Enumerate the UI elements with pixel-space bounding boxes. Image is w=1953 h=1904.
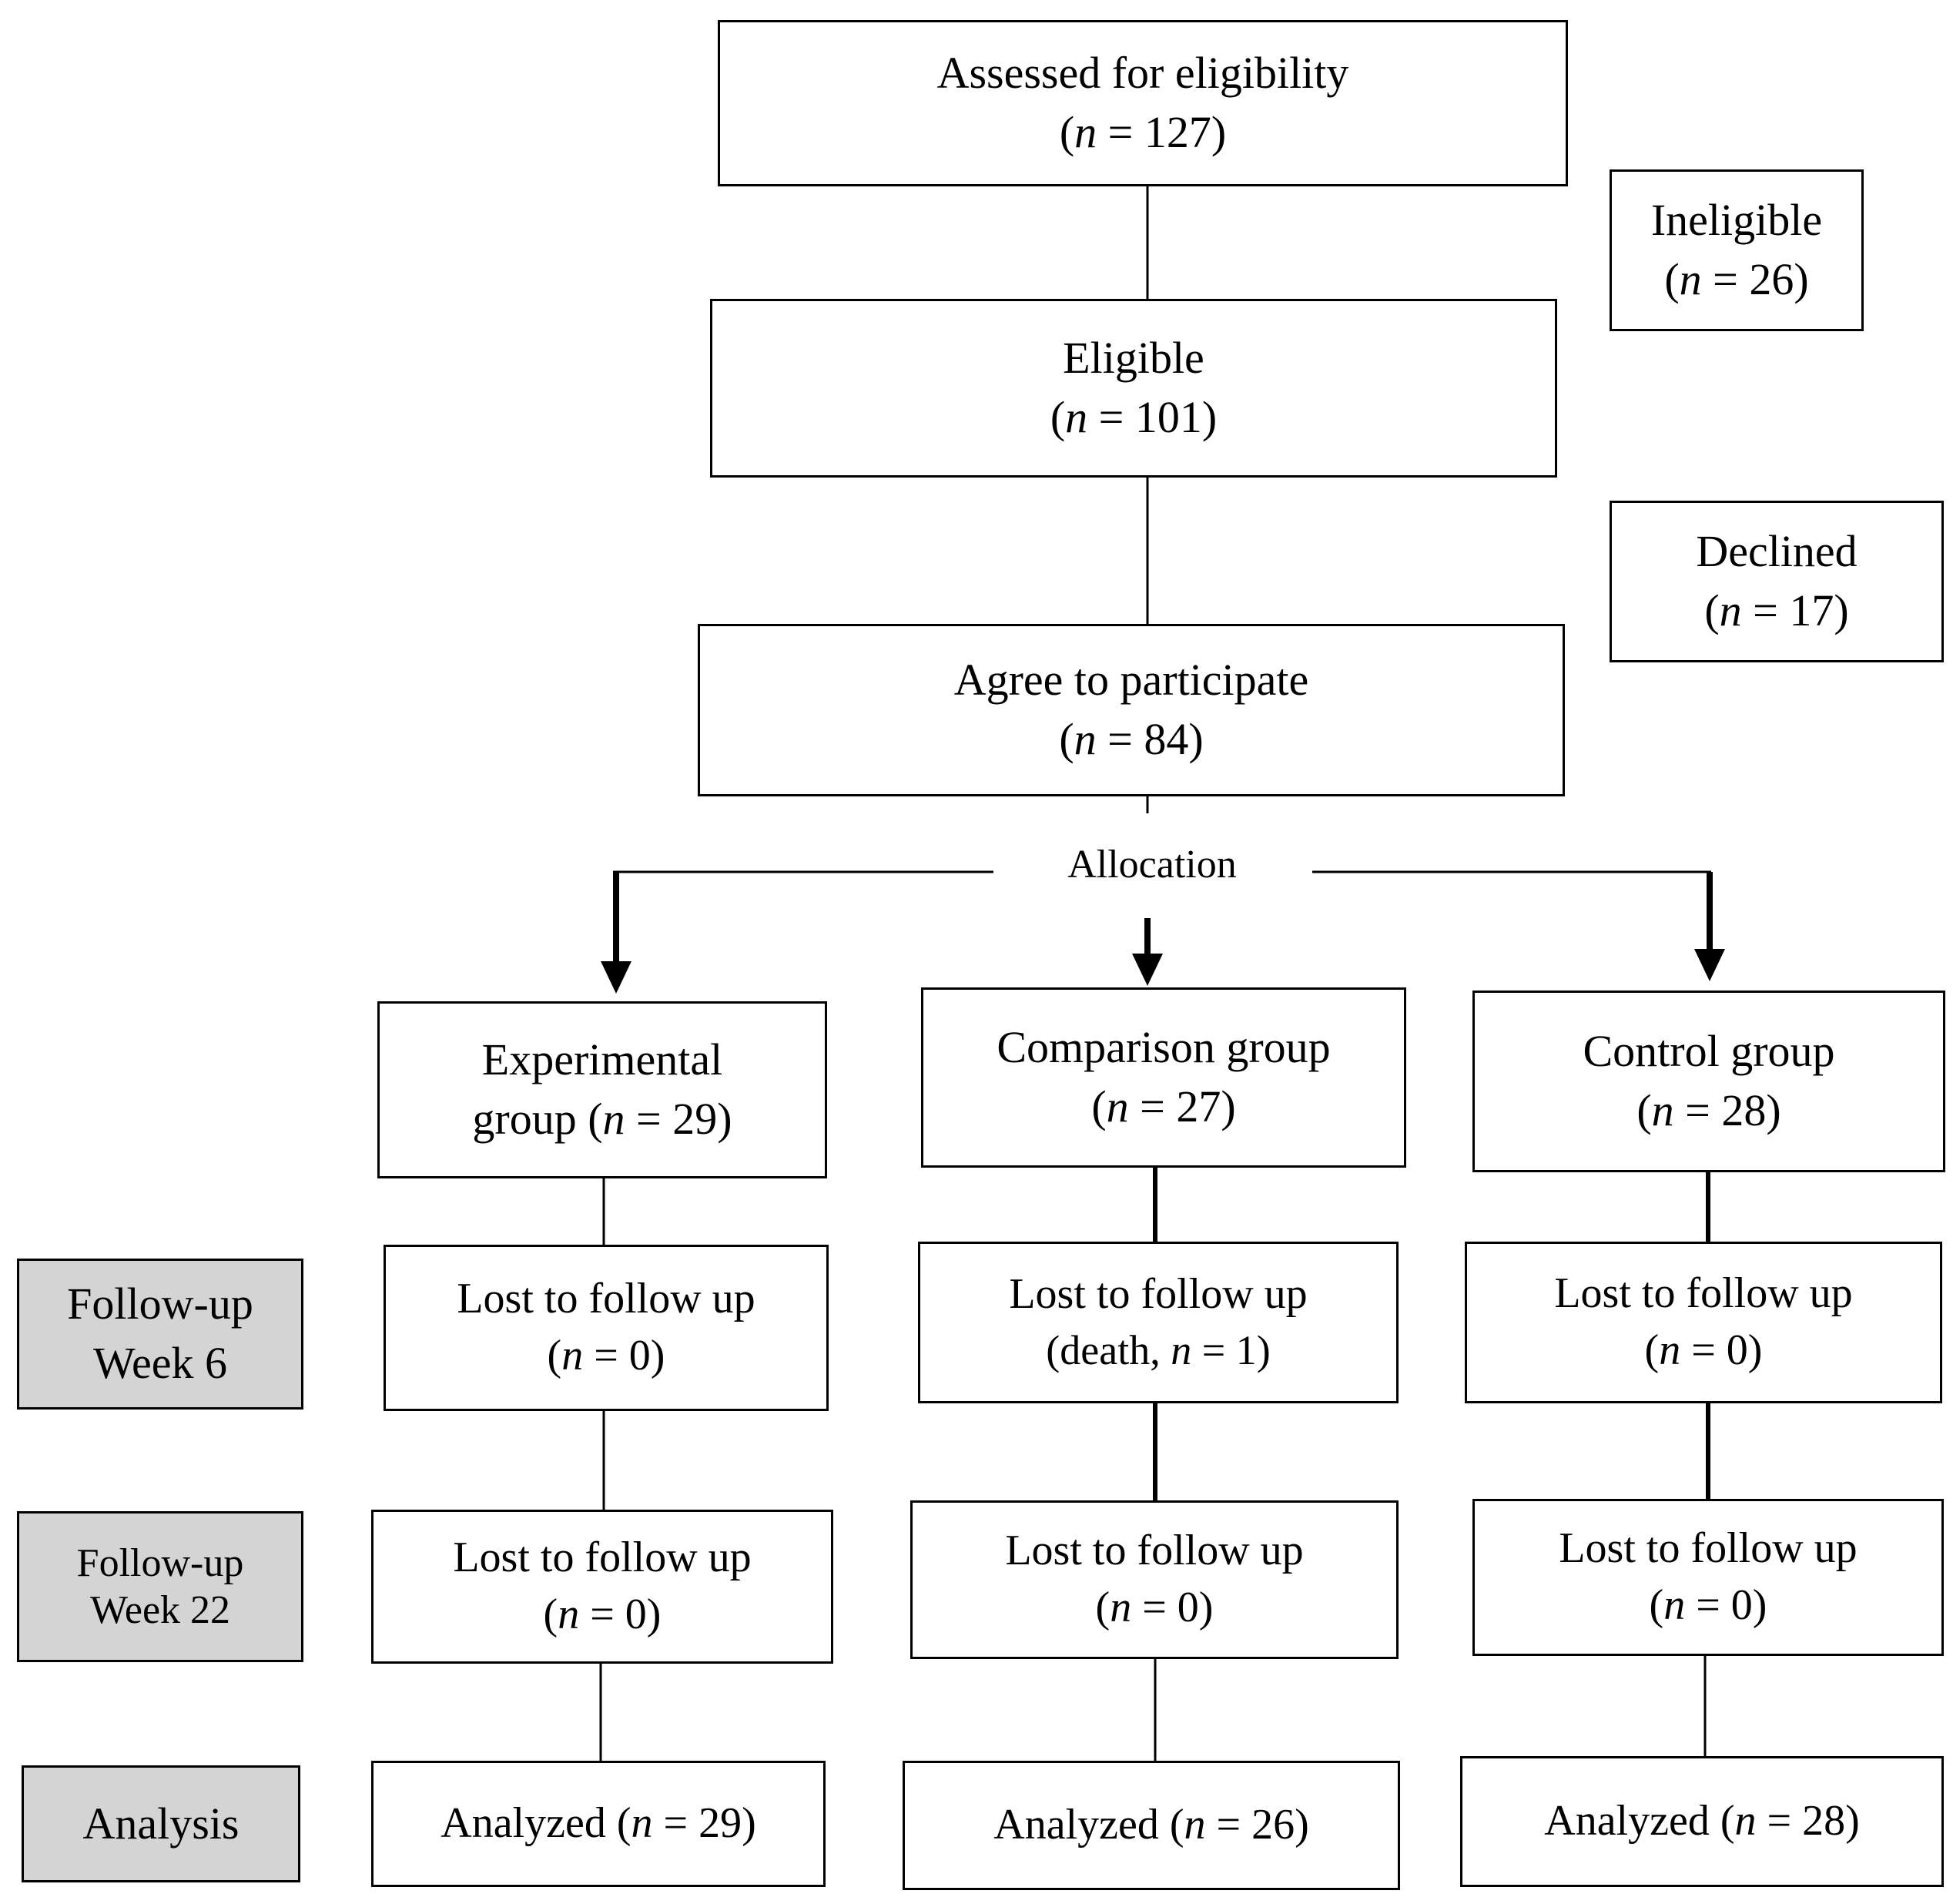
exp-week22-box: Lost to follow up (n = 0) [371,1510,833,1664]
experimental-group-box: Experimental group (n = 29) [377,1001,827,1178]
comp-week6-box: Lost to follow up (death, n = 1) [918,1242,1399,1403]
ctrl-week6-box: Lost to follow up (n = 0) [1465,1242,1942,1403]
n-symbol: n [1734,1797,1757,1845]
n-symbol: n [1659,1326,1681,1374]
comp-analysis-count: 26 [1251,1801,1295,1849]
comp-week6-prefix: death, [1060,1327,1161,1374]
n-symbol: n [1663,1581,1686,1629]
n-symbol: n [1074,714,1097,764]
ctrl-week6-title: Lost to follow up [1554,1269,1853,1318]
exp-week6-count: 0 [628,1332,651,1379]
ctrl-analysis-count: 28 [1802,1797,1846,1845]
exp-analysis-count: 29 [698,1799,742,1848]
ctrl-analysis-box: Analyzed (n = 28) [1460,1756,1944,1887]
stage-analysis-box: Analysis [22,1765,300,1882]
n-symbol: n [558,1591,580,1638]
stage-week22-line1: Follow-up [76,1540,244,1585]
n-symbol: n [1110,1584,1132,1631]
stage-week22-box: Follow-up Week 22 [17,1511,303,1662]
comp-week6-count: 1 [1235,1327,1257,1374]
ctrl-week6-count: 0 [1726,1326,1748,1374]
ctrl-analysis-title: Analyzed [1544,1797,1710,1845]
n-symbol: n [1074,107,1097,157]
exp-analysis-title: Analyzed [441,1799,606,1848]
control-count: 28 [1721,1085,1767,1135]
ctrl-week22-title: Lost to follow up [1559,1524,1858,1573]
declined-count: 17 [1789,585,1834,635]
comparison-group-box: Comparison group (n = 27) [921,987,1406,1168]
n-symbol: n [1184,1801,1206,1849]
stage-week6-line2: Week 6 [92,1338,228,1388]
comp-week6-title: Lost to follow up [1009,1270,1308,1319]
eligible-box: Eligible (n = 101) [710,299,1557,478]
stage-week22-line2: Week 22 [89,1588,231,1632]
n-symbol: n [602,1094,625,1144]
n-symbol: n [631,1799,653,1848]
comp-analysis-title: Analyzed [993,1801,1159,1849]
stage-week6-box: Follow-up Week 6 [17,1259,303,1410]
assessed-title: Assessed for eligibility [936,48,1349,99]
n-symbol: n [1171,1327,1192,1374]
control-title: Control group [1583,1026,1835,1077]
allocation-label: Allocation [995,837,1309,891]
assessed-box: Assessed for eligibility (n = 127) [718,20,1568,186]
arrowhead-comparison [1132,954,1163,986]
eligible-count: 101 [1134,392,1202,442]
declined-title: Declined [1696,526,1858,577]
eligible-title: Eligible [1063,333,1204,384]
experimental-count: 29 [672,1094,718,1144]
exp-week22-count: 0 [625,1591,647,1638]
comparison-title: Comparison group [997,1022,1331,1073]
n-symbol: n [1679,254,1702,304]
agree-count: 84 [1144,714,1189,764]
ctrl-week22-count: 0 [1730,1581,1753,1629]
experimental-title-line2: group [472,1094,577,1144]
ineligible-title: Ineligible [1650,195,1823,246]
exp-week6-box: Lost to follow up (n = 0) [384,1245,829,1411]
exp-week22-title: Lost to follow up [453,1534,752,1582]
control-group-box: Control group (n = 28) [1472,991,1945,1172]
stage-week6-line1: Follow-up [67,1279,253,1329]
comp-week22-title: Lost to follow up [1005,1527,1304,1575]
exp-analysis-box: Analyzed (n = 29) [371,1761,826,1887]
n-symbol: n [1065,392,1088,442]
comp-week22-box: Lost to follow up (n = 0) [910,1500,1399,1659]
comp-week22-count: 0 [1177,1584,1199,1631]
ineligible-count: 26 [1749,254,1794,304]
comparison-count: 27 [1176,1081,1221,1131]
n-symbol: n [561,1332,584,1379]
assessed-count: 127 [1144,107,1211,157]
n-symbol: n [1719,585,1742,635]
arrowhead-control [1694,949,1725,981]
ctrl-week22-box: Lost to follow up (n = 0) [1472,1499,1944,1656]
n-symbol: n [1106,1081,1129,1131]
declined-box: Declined (n = 17) [1610,501,1944,662]
n-symbol: n [1651,1085,1674,1135]
exp-week6-title: Lost to follow up [457,1275,755,1323]
experimental-title-line1: Experimental [481,1034,723,1085]
stage-analysis-label: Analysis [82,1798,240,1849]
comp-analysis-box: Analyzed (n = 26) [903,1761,1400,1890]
agree-title: Agree to participate [953,655,1309,706]
arrowhead-experimental [601,961,631,994]
ineligible-box: Ineligible (n = 26) [1610,169,1864,331]
agree-box: Agree to participate (n = 84) [698,624,1565,796]
